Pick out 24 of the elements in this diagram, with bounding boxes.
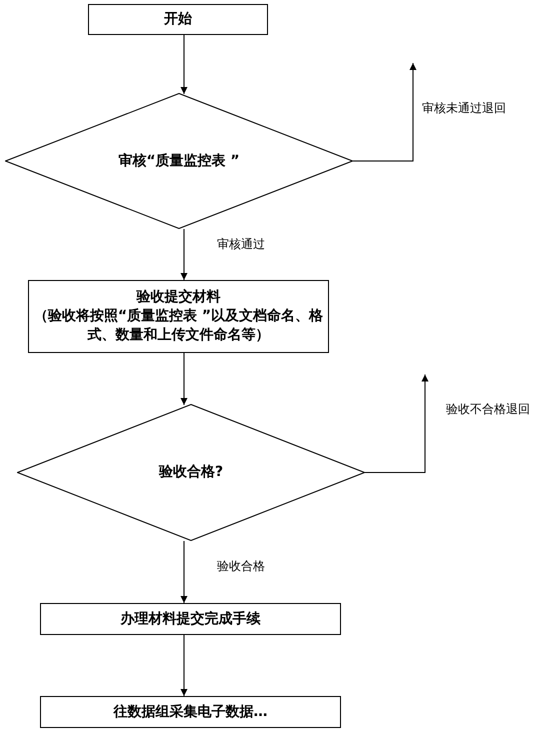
arrow [180, 228, 188, 280]
node-text: 审核“质量监控表 ” [118, 152, 240, 170]
edge-label: 审核未通过退回 [420, 100, 508, 117]
arrow [352, 62, 416, 162]
arrow [180, 34, 188, 94]
arrow [180, 352, 188, 406]
node-text: 验收提交材料 [136, 288, 220, 307]
edge-label: 审核通过 [215, 236, 267, 253]
node-text: 开始 [164, 10, 192, 29]
arrow [180, 540, 188, 604]
node-text: 办理材料提交完成手续 [120, 610, 260, 628]
arrow [364, 374, 428, 473]
node-text: 验收合格? [158, 463, 224, 482]
decision-diamond [17, 404, 365, 541]
decision-diamond [5, 93, 353, 229]
arrow [180, 634, 188, 696]
node-note: （验收将按照“质量监控表 ”以及文档命名、格式、数量和上传文件命名等） [32, 307, 324, 345]
edge-label: 验收合格 [215, 558, 267, 575]
process-box [40, 696, 341, 728]
edge-label: 验收不合格退回 [444, 401, 532, 418]
start-box [88, 4, 268, 35]
process-box [28, 280, 329, 353]
node-text: 往数据组采集电子数据… [114, 702, 268, 722]
process-box [40, 603, 341, 635]
